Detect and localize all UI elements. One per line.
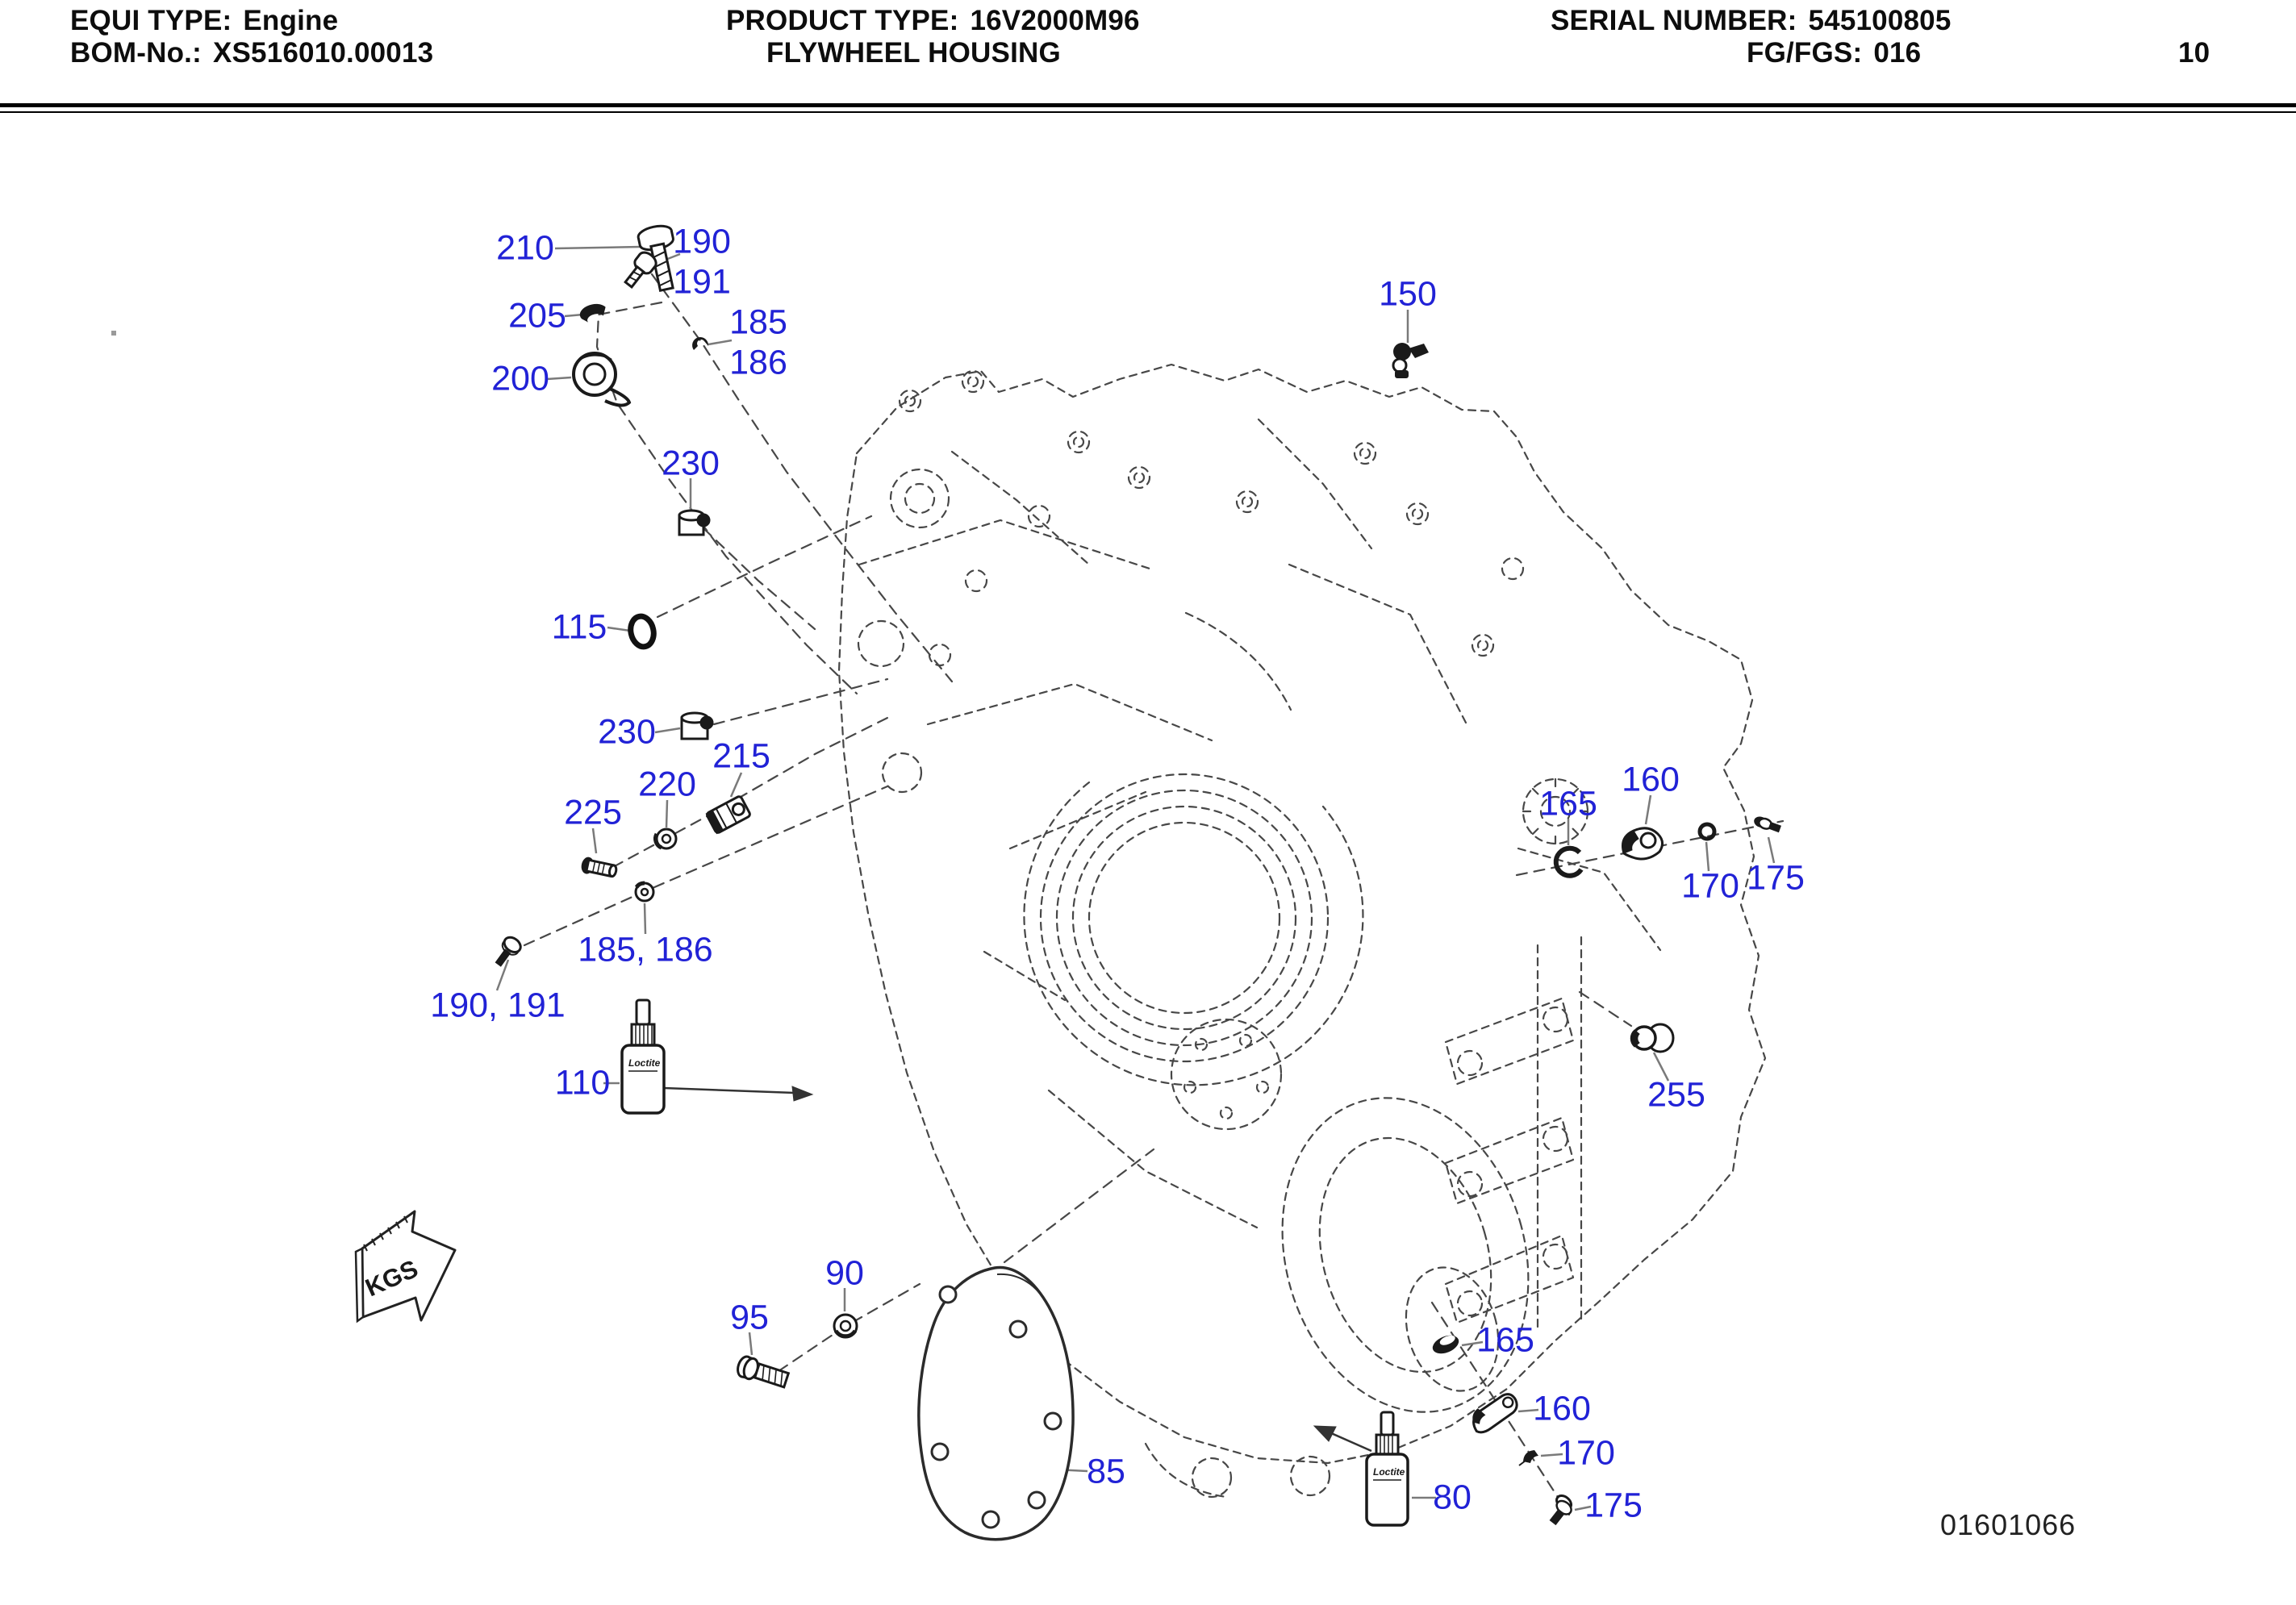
loctite-bottle-80: Loctite	[1365, 1411, 1409, 1527]
lower-bell-opening	[1281, 1097, 1530, 1413]
figure-number: 01601066	[1940, 1508, 2077, 1541]
c-ring-165-icon	[1553, 845, 1584, 878]
right-mounting-flange	[1444, 936, 1583, 1334]
part-label-115: 115	[551, 607, 607, 647]
part-label-80: 80	[1433, 1478, 1472, 1517]
serial-number-label: SERIAL NUMBER:	[1551, 5, 1797, 36]
part-label-255: 255	[1647, 1075, 1705, 1115]
cover-plate-85	[917, 1265, 1075, 1541]
part-label-190-191: 190, 191	[430, 986, 566, 1025]
kgs-direction-arrow: KGS	[354, 1210, 457, 1324]
part-label-175: 175	[1747, 858, 1805, 898]
part-label-170: 170	[1681, 866, 1739, 906]
part-label-165: 165	[1476, 1320, 1534, 1360]
sensor-150-icon	[1392, 343, 1429, 378]
fg-fgs-field: FG/FGS: 016	[1747, 37, 1921, 69]
clamp-230-upper-icon	[678, 509, 711, 536]
bottle-brand-text-110: Loctite	[628, 1057, 661, 1069]
part-label-90: 90	[825, 1253, 864, 1293]
part-label-170: 170	[1557, 1433, 1615, 1473]
gear-detail	[1522, 777, 1589, 845]
flywheel-bore-rings	[1023, 773, 1364, 1086]
product-type-value: 16V2000M96	[970, 5, 1140, 36]
page-title: FLYWHEEL HOUSING	[766, 37, 1061, 69]
part-label-230: 230	[598, 712, 656, 752]
sensor-160-upper-icon	[1622, 827, 1664, 861]
bolt-225-icon	[581, 857, 618, 878]
part-label-85: 85	[1087, 1452, 1125, 1491]
grommet-170-icon	[1697, 822, 1717, 841]
part-label-225: 225	[564, 793, 622, 832]
part-label-175: 175	[1584, 1486, 1643, 1525]
housing-texture-lines	[858, 418, 1662, 1499]
flywheel-housing-outline	[837, 363, 1767, 1499]
o-ring-115-icon	[628, 613, 657, 650]
screw-210-icon	[637, 224, 674, 293]
part-label-110: 110	[554, 1063, 611, 1103]
part-label-200: 200	[491, 359, 549, 398]
bolt-175-lower-icon	[1549, 1495, 1573, 1526]
clip-170-lower-icon	[1518, 1450, 1538, 1466]
equi-type-field: EQUI TYPE: Engine	[70, 5, 338, 37]
part-label-210: 210	[496, 228, 554, 268]
bom-number-field: BOM-No.: XS516010.00013	[70, 37, 433, 69]
bolt-95-icon	[737, 1355, 791, 1389]
application-arrow-80	[1313, 1425, 1372, 1453]
bracket-215-icon	[705, 795, 751, 835]
part-label-215: 215	[712, 736, 770, 776]
serial-number-value: 545100805	[1808, 5, 1952, 36]
header-divider-thick	[0, 103, 2296, 107]
part-label-160: 160	[1622, 760, 1680, 799]
part-label-190: 190	[673, 222, 731, 261]
part-label-185-186: 185, 186	[578, 930, 713, 969]
elbow-160-lower-icon	[1472, 1393, 1518, 1434]
grommet-200-icon	[572, 352, 632, 407]
clamp-230-lower-icon	[680, 711, 714, 740]
part-label-230: 230	[662, 444, 720, 483]
application-arrow-110	[663, 1086, 814, 1102]
print-mark-dot	[111, 331, 116, 336]
washer-220-icon	[653, 828, 678, 850]
flange-disc	[1170, 1018, 1283, 1131]
loctite-bottle-110: Loctite	[620, 998, 666, 1115]
part-label-220: 220	[638, 765, 696, 804]
header-divider-thin	[0, 111, 2296, 113]
bom-number-value: XS516010.00013	[212, 37, 434, 69]
fg-fgs-value: 016	[1873, 37, 1922, 69]
part-label-160: 160	[1533, 1389, 1591, 1428]
product-type-field: PRODUCT TYPE: 16V2000M96	[726, 5, 1140, 37]
page-number: 10	[2178, 37, 2210, 69]
product-type-label: PRODUCT TYPE:	[726, 5, 959, 36]
screw-190-icon	[624, 251, 657, 289]
bottle-brand-text-80: Loctite	[1373, 1466, 1405, 1478]
part-label-95: 95	[730, 1298, 769, 1337]
part-label-191: 191	[673, 262, 731, 302]
part-label-185: 185	[729, 302, 787, 342]
bolt-175-upper-icon	[1754, 816, 1781, 833]
fg-fgs-label: FG/FGS:	[1747, 37, 1863, 69]
washer-90-icon	[833, 1313, 858, 1339]
equi-type-label: EQUI TYPE:	[70, 5, 232, 36]
serial-number-field: SERIAL NUMBER: 545100805	[1551, 5, 1952, 37]
part-label-150: 150	[1379, 274, 1437, 314]
part-label-186: 186	[729, 343, 787, 382]
washer-165-lower-icon	[1432, 1335, 1459, 1354]
clip-205-icon	[579, 303, 606, 323]
washer-185-186-icon	[634, 881, 655, 903]
bushing-255-icon	[1630, 1023, 1675, 1053]
bom-number-label: BOM-No.:	[70, 37, 202, 69]
leader-lines	[495, 245, 1776, 1511]
part-label-205: 205	[508, 296, 566, 336]
part-label-165: 165	[1539, 784, 1597, 823]
clip-185-icon	[692, 337, 709, 350]
bolt-190-191-icon	[495, 936, 522, 967]
equi-type-value: Engine	[243, 5, 339, 36]
